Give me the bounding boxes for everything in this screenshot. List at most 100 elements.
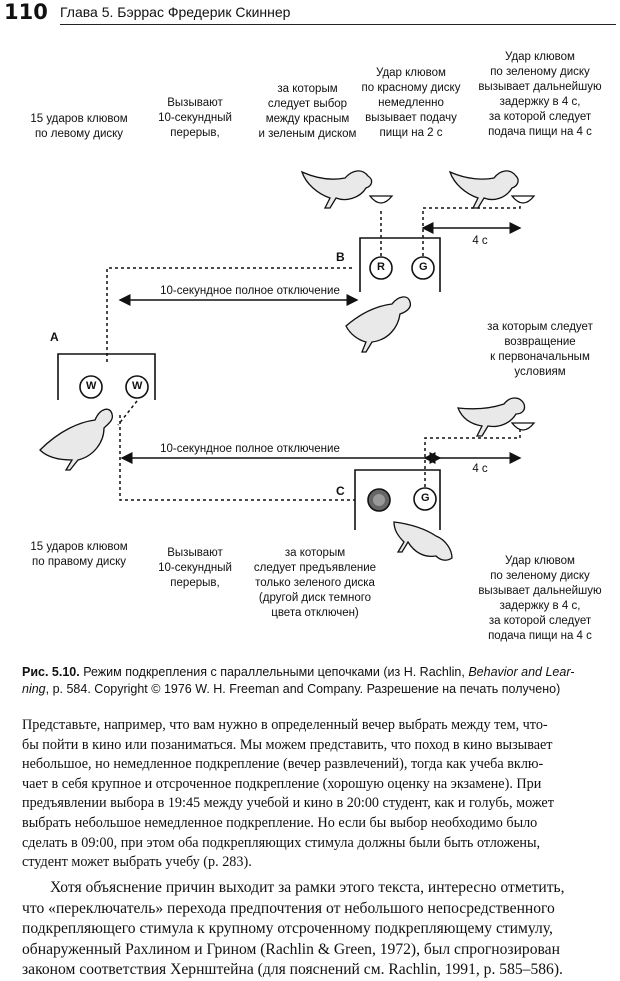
label-line: по левому диску bbox=[34, 128, 124, 140]
label-line: Удар клювом bbox=[505, 555, 575, 567]
label-line: за которой следует bbox=[488, 111, 592, 123]
paragraph-line: законом соответствия Хернштейна (для поя… bbox=[22, 961, 563, 978]
label-line: пищи на 2 с bbox=[379, 127, 443, 139]
label-bottom-green-only: за которым следует предъявление только зел… bbox=[250, 546, 380, 621]
paragraph-line: бы пойти в кино или позаниматься. Мы мож… bbox=[22, 736, 553, 753]
caption-figure-number: Рис. 5.10. bbox=[22, 665, 80, 679]
box-b bbox=[359, 237, 441, 292]
disk-g1 bbox=[411, 256, 435, 280]
paragraph-line: выбрать небольшое немедленное подкреплен… bbox=[22, 814, 538, 831]
caption-book-title-2: ning bbox=[22, 682, 46, 696]
label-line: по красному диску bbox=[361, 82, 461, 94]
label-line: подача пищи на 4 с bbox=[488, 630, 592, 642]
label-bottom-green: Удар клювом по зеленому диску вызывает дал… bbox=[470, 554, 610, 644]
label-top-left: 15 ударов клювом по левому диску bbox=[14, 112, 144, 142]
label-top-green: Удар клювом по зеленому диску вызывает дал… bbox=[470, 50, 610, 140]
paragraph-line: небольшое, но немедленное подкрепление (… bbox=[22, 756, 544, 773]
label-line: по зеленому диску bbox=[490, 66, 590, 78]
label-line: и зеленым диском bbox=[258, 128, 357, 140]
paragraph-line: сделать в 09:00, при этом оба подкрепляю… bbox=[22, 834, 541, 851]
delay-bottom-label: 4 с bbox=[472, 463, 488, 475]
label-bottom-pause: Вызывают 10-секундный перерыв, bbox=[140, 546, 250, 591]
label-line: возвращение bbox=[504, 336, 576, 348]
label-box-c: C bbox=[336, 484, 345, 498]
figure-5-10: A B C W W R G G 10-секундное полное откл… bbox=[0, 30, 620, 660]
paragraph-line: чает в себя крупное и отсроченное подкре… bbox=[22, 775, 542, 792]
paragraph-line: обнаруженный Рахлином и Грином (Rachlin … bbox=[22, 940, 560, 958]
header-rule bbox=[60, 24, 616, 25]
label-line: Вызывают bbox=[167, 547, 223, 559]
paragraph-1: Представьте, например, что вам нужно в о… bbox=[22, 716, 606, 873]
caption-text-1: Режим подкрепления с параллельными цепоч… bbox=[79, 665, 469, 679]
paragraph-line: студент может выбрать учебу (р. 283). bbox=[22, 854, 252, 871]
pigeon-icon bbox=[39, 170, 526, 561]
label-box-a: A bbox=[50, 330, 59, 344]
label-disk-r: R bbox=[377, 261, 385, 273]
label-line: по зеленому диску bbox=[490, 570, 590, 582]
label-bottom-left: 15 ударов клювом по правому диску bbox=[14, 540, 144, 570]
label-disk-g1: G bbox=[419, 261, 428, 273]
label-line: между красным bbox=[265, 113, 350, 125]
label-line: вызывает подачу bbox=[365, 112, 457, 124]
paragraph-line: подкрепляющего стимула к крупному отсроч… bbox=[22, 920, 553, 937]
label-line: перерыв, bbox=[170, 127, 220, 139]
label-line: к первоначальным bbox=[490, 351, 590, 363]
delay-top-label: 4 с bbox=[472, 235, 488, 247]
label-top-choice: за которым следует выбор между красным и зе… bbox=[250, 82, 365, 142]
figure-diagram bbox=[39, 170, 536, 561]
blackout-bottom-label: 10-секундное полное отключение bbox=[160, 443, 340, 455]
figure-caption: Рис. 5.10. Режим подкрепления с параллел… bbox=[22, 664, 602, 698]
label-box-b: B bbox=[336, 250, 345, 264]
label-return: за которым следует возвращение к первонача… bbox=[470, 320, 610, 380]
label-line: (другой диск темного bbox=[258, 592, 372, 604]
label-line: условиям bbox=[514, 366, 566, 378]
label-line: 10-секундный bbox=[158, 562, 232, 574]
label-line: следует выбор bbox=[267, 98, 348, 110]
label-line: вызывает дальнейшую bbox=[478, 585, 602, 597]
label-line: за которым следует bbox=[487, 321, 593, 333]
page-number: 110 bbox=[4, 0, 48, 24]
paragraph-line: Хотя объяснение причин выходит за рамки … bbox=[50, 879, 565, 896]
label-disk-w1: W bbox=[86, 380, 97, 392]
page-header: 110 Глава 5. Бэррас Фредерик Скиннер bbox=[0, 0, 620, 26]
label-line: Удар клювом bbox=[505, 51, 575, 63]
blackout-top-label: 10-секундное полное отключение bbox=[160, 285, 340, 297]
label-line: за которым bbox=[284, 547, 346, 559]
label-line: 10-секундный bbox=[158, 112, 232, 124]
label-line: задержку в 4 с, bbox=[499, 96, 581, 108]
disk-w2 bbox=[125, 375, 149, 399]
label-top-pause: Вызывают 10-секундный перерыв, bbox=[140, 96, 250, 141]
label-line: за которым bbox=[277, 83, 338, 95]
caption-text-2: , p. 584. Copyright © 1976 W. H. Freeman… bbox=[45, 682, 561, 696]
paragraph-line: предъявлении выбора в 19:45 между учебой… bbox=[22, 795, 554, 812]
disk-g2 bbox=[413, 487, 437, 511]
food-cup-icon bbox=[368, 195, 536, 431]
paragraph-line: Представьте, например, что вам нужно в о… bbox=[22, 717, 548, 733]
label-disk-w2: W bbox=[132, 380, 143, 392]
disk-r bbox=[369, 256, 393, 280]
label-line: только зеленого диска bbox=[255, 577, 375, 589]
label-line: 15 ударов клювом bbox=[30, 541, 128, 553]
label-line: цвета отключен) bbox=[271, 607, 359, 619]
paragraph-2: Хотя объяснение причин выходит за рамки … bbox=[22, 878, 612, 981]
label-line: вызывает дальнейшую bbox=[478, 81, 602, 93]
label-line: перерыв, bbox=[170, 577, 220, 589]
label-line: следует предъявление bbox=[253, 562, 377, 574]
caption-book-title: Behavior and Lear- bbox=[468, 665, 575, 679]
dash-w2 bbox=[117, 400, 138, 426]
dash-a-top bbox=[106, 267, 355, 362]
label-line: задержку в 4 с, bbox=[499, 600, 581, 612]
label-line: Удар клювом bbox=[376, 67, 446, 79]
chapter-title: Глава 5. Бэррас Фредерик Скиннер bbox=[60, 4, 291, 20]
label-line: Вызывают bbox=[167, 97, 223, 109]
label-line: по правому диску bbox=[32, 556, 126, 568]
dash-a-bottom bbox=[119, 415, 355, 501]
label-line: немедленно bbox=[378, 97, 444, 109]
paragraph-line: что «переключатель» перехода предпочтени… bbox=[22, 899, 555, 917]
label-top-red: Удар клювом по красному диску немедленно вы… bbox=[356, 66, 466, 141]
label-line: за которой следует bbox=[488, 615, 592, 627]
label-line: 15 ударов клювом bbox=[30, 113, 128, 125]
label-line: подача пищи на 4 с bbox=[488, 126, 592, 138]
label-disk-g2: G bbox=[421, 492, 430, 504]
disk-w1 bbox=[79, 375, 103, 399]
